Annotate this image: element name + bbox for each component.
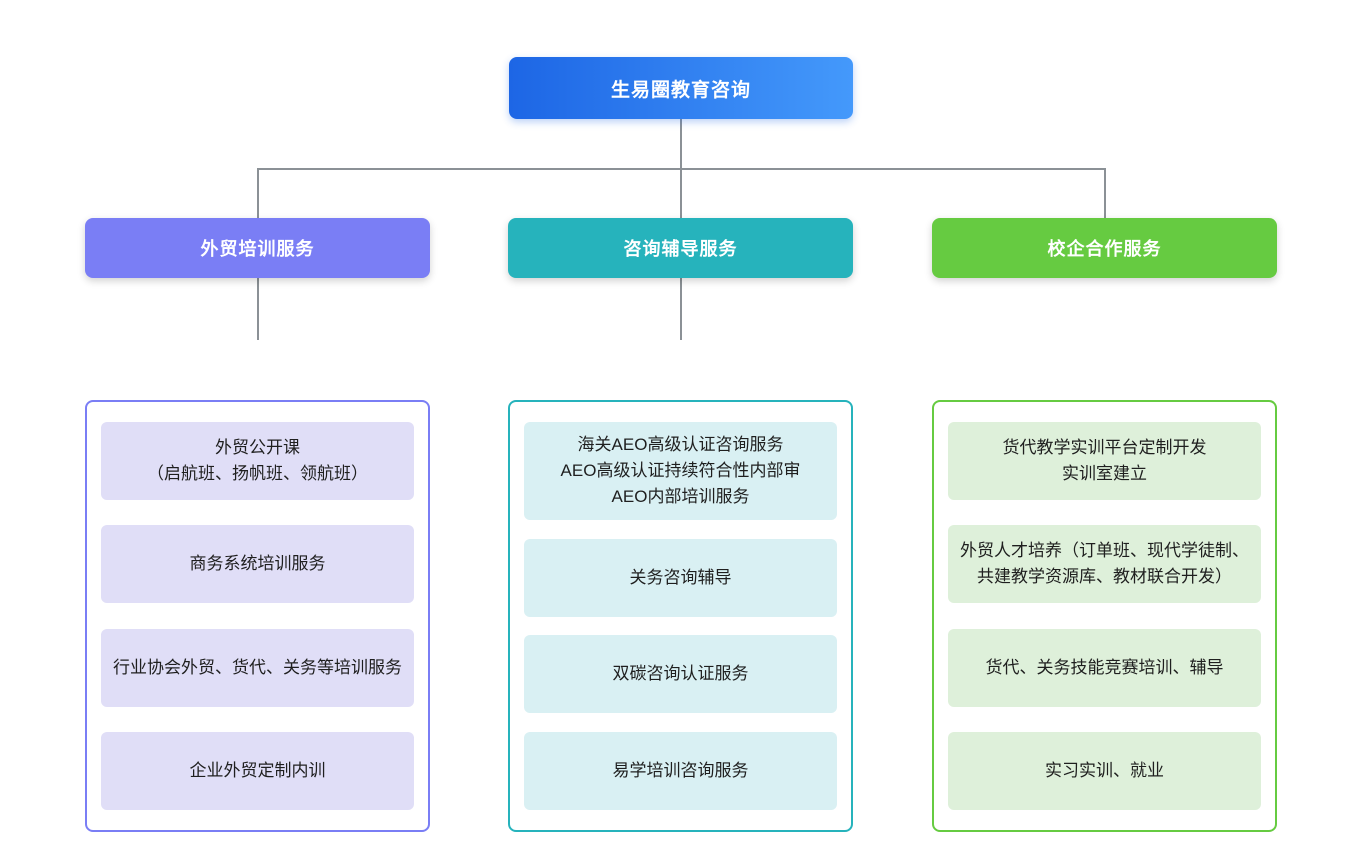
branch-header: 校企合作服务	[932, 218, 1277, 278]
service-item: 商务系统培训服务	[101, 525, 414, 604]
services-panel: 外贸公开课 （启航班、扬帆班、领航班） 商务系统培训服务 行业协会外贸、货代、关…	[85, 400, 430, 832]
connector-drop-left	[257, 168, 259, 218]
service-item: 海关AEO高级认证咨询服务 AEO高级认证持续符合性内部审 AEO内部培训服务	[524, 422, 837, 520]
services-panel: 海关AEO高级认证咨询服务 AEO高级认证持续符合性内部审 AEO内部培训服务 …	[508, 400, 853, 832]
service-item: 行业协会外贸、货代、关务等培训服务	[101, 628, 414, 707]
branch-title: 咨询辅导服务	[623, 239, 738, 259]
service-item: 实习实训、就业	[948, 731, 1261, 810]
branch-title: 校企合作服务	[1047, 239, 1162, 259]
connector-branch2-stem	[680, 278, 682, 340]
service-item: 双碳咨询认证服务	[524, 635, 837, 714]
service-item: 企业外贸定制内训	[101, 731, 414, 810]
connector-drop-center	[680, 168, 682, 218]
branch-column-consulting-coaching: 咨询辅导服务 海关AEO高级认证咨询服务 AEO高级认证持续符合性内部审 AEO…	[508, 218, 853, 832]
service-item: 外贸人才培养（订单班、现代学徒制、共建教学资源库、教材联合开发）	[948, 525, 1261, 604]
services-panel: 货代教学实训平台定制开发 实训室建立 外贸人才培养（订单班、现代学徒制、共建教学…	[932, 400, 1277, 832]
root-node: 生易圈教育咨询	[509, 57, 853, 119]
branch-column-foreign-trade-training: 外贸培训服务 外贸公开课 （启航班、扬帆班、领航班） 商务系统培训服务 行业协会…	[85, 218, 430, 832]
service-item: 货代、关务技能竞赛培训、辅导	[948, 628, 1261, 707]
root-node-title: 生易圈教育咨询	[610, 79, 751, 101]
connector-branch1-stem	[257, 278, 259, 340]
service-item: 关务咨询辅导	[524, 538, 837, 617]
service-item: 外贸公开课 （启航班、扬帆班、领航班）	[101, 422, 414, 500]
branch-title: 外贸培训服务	[200, 239, 315, 259]
connector-drop-right	[1104, 168, 1106, 218]
branch-header: 外贸培训服务	[85, 218, 430, 278]
branch-column-school-enterprise-cooperation: 校企合作服务 货代教学实训平台定制开发 实训室建立 外贸人才培养（订单班、现代学…	[932, 218, 1277, 832]
branch-header: 咨询辅导服务	[508, 218, 853, 278]
connector-root-stem	[680, 119, 682, 168]
service-item: 货代教学实训平台定制开发 实训室建立	[948, 422, 1261, 500]
service-item: 易学培训咨询服务	[524, 731, 837, 810]
